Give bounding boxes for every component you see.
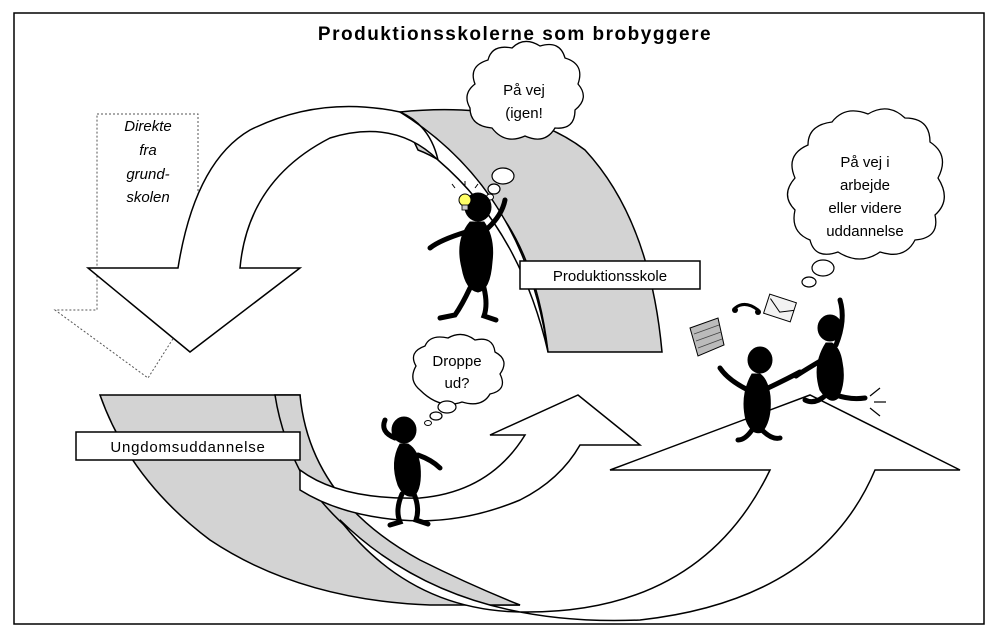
bubble-droppe-line-2: ud?: [444, 375, 469, 392]
forward-arrow: [339, 394, 961, 622]
thought-bubble-paa-vej-arbejde: På vej i arbejde eller videre uddannelse: [786, 108, 945, 288]
lightbulb-icon: [451, 181, 479, 211]
bubble-arbejde-line-4: uddannelse: [826, 223, 904, 240]
bubble-droppe-line-1: Droppe: [432, 353, 481, 370]
telephone-icon: [732, 303, 761, 315]
bubble-arbejde-line-3: eller videre: [828, 200, 901, 217]
ungdomsuddannelse-label-box: Ungdomsuddannelse: [75, 431, 301, 461]
bubble-paa-vej-line-2: (igen!: [505, 105, 543, 122]
thought-bubble-paa-vej-igen: På vej (igen!: [466, 40, 584, 201]
ungdomsuddannelse-label: Ungdomsuddannelse: [110, 439, 265, 456]
produktionsskole-label: Produktionsskole: [553, 268, 667, 285]
direkte-line-1: Direkte: [124, 118, 172, 135]
celebrating-figure-left: [717, 346, 803, 443]
keyboard-icon: [689, 317, 725, 357]
celebrating-figure-right: [793, 297, 868, 405]
direkte-label: Direkte fra grund- skolen: [124, 118, 172, 206]
direkte-line-3: grund-: [126, 166, 169, 183]
envelope-icon: [762, 293, 798, 323]
thought-bubble-droppe-ud: Droppe ud?: [412, 333, 505, 426]
bubble-arbejde-line-1: På vej i: [840, 154, 889, 171]
dropout-return-arrow: [299, 394, 643, 522]
worried-figure: [381, 416, 443, 528]
direkte-line-2: fra: [139, 142, 157, 159]
produktionsskole-label-box: Produktionsskole: [519, 260, 701, 290]
upper-arc-arrow: [85, 105, 549, 353]
bubble-arbejde-line-2: arbejde: [840, 177, 890, 194]
burst-lines: [869, 387, 886, 417]
direkte-line-4: skolen: [126, 189, 169, 206]
bubble-paa-vej-line-1: På vej: [503, 82, 545, 99]
page-title: Produktionsskolerne som brobyggere: [318, 24, 712, 45]
thinking-figure: [427, 192, 508, 323]
